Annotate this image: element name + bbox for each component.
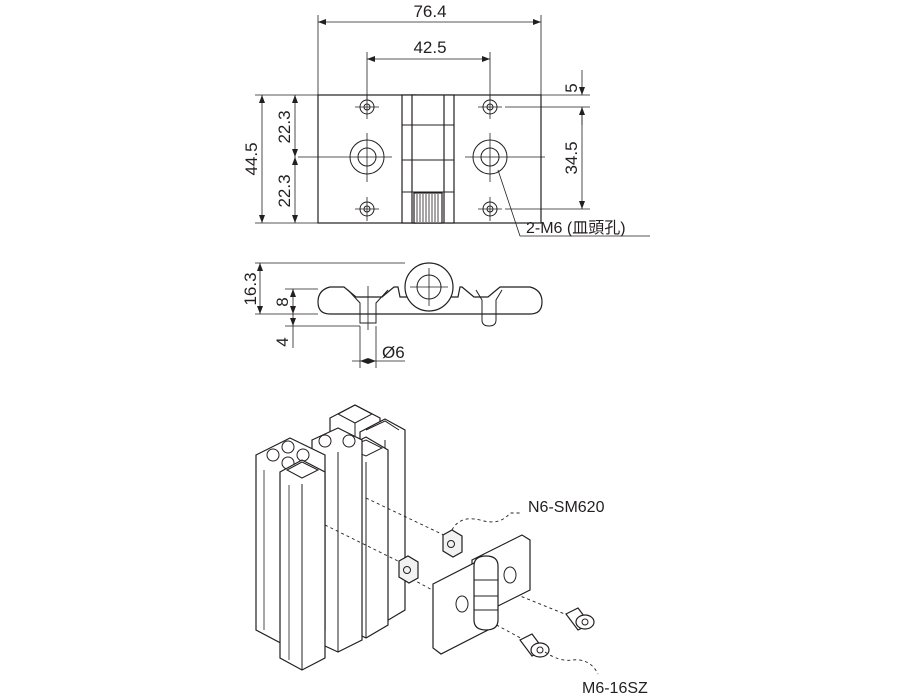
dim-edge-offset: 5 bbox=[562, 83, 581, 92]
right-leaf bbox=[445, 94, 542, 224]
assembly-view: N6-SM620 M6-16SZ bbox=[255, 404, 648, 697]
guide-line-screw-lower bbox=[411, 578, 527, 642]
dim-lower-half: 22.3 bbox=[275, 174, 294, 207]
countersunk-hole-right bbox=[465, 133, 545, 182]
top-view: 76.4 42.5 5 34.5 44.5 22.3 22.3 2-M6 (皿頭… bbox=[242, 2, 650, 237]
nut-part-label: N6-SM620 bbox=[528, 499, 605, 516]
screw-lower bbox=[519, 633, 550, 658]
screw-upper bbox=[565, 607, 595, 631]
leader-nut bbox=[451, 512, 520, 531]
leader-screw bbox=[544, 651, 599, 675]
dim-screw-depth: 4 bbox=[273, 337, 292, 346]
dim-hole-spacing: 42.5 bbox=[413, 38, 446, 57]
dim-hole-diameter: Ø6 bbox=[382, 343, 405, 362]
hole-left-bottom bbox=[355, 197, 379, 221]
hinge-knuckle bbox=[473, 555, 499, 631]
knurled-pin-end bbox=[413, 192, 443, 224]
screw-part-label: M6-16SZ bbox=[582, 680, 648, 697]
t-nut-upper bbox=[442, 529, 463, 558]
dim-side-height: 16.3 bbox=[241, 272, 260, 305]
side-view: 16.3 8 4 Ø6 bbox=[241, 262, 543, 368]
dim-upper-half: 22.3 bbox=[275, 110, 294, 143]
profile-front bbox=[279, 459, 326, 671]
guide-line-lower bbox=[324, 524, 405, 565]
hole-spec-callout: 2-M6 (皿頭孔) bbox=[526, 219, 626, 237]
dim-overall-height: 44.5 bbox=[242, 142, 261, 175]
countersunk-hole-left bbox=[298, 133, 392, 182]
dim-hole-pitch: 34.5 bbox=[562, 141, 581, 174]
assembly-hinge bbox=[432, 534, 531, 655]
hole-right-bottom bbox=[478, 197, 502, 221]
t-nut-lower bbox=[398, 555, 419, 584]
dim-overall-width: 76.4 bbox=[413, 2, 446, 21]
dim-leaf-thickness: 8 bbox=[273, 297, 292, 306]
side-countersink-right bbox=[475, 289, 503, 327]
